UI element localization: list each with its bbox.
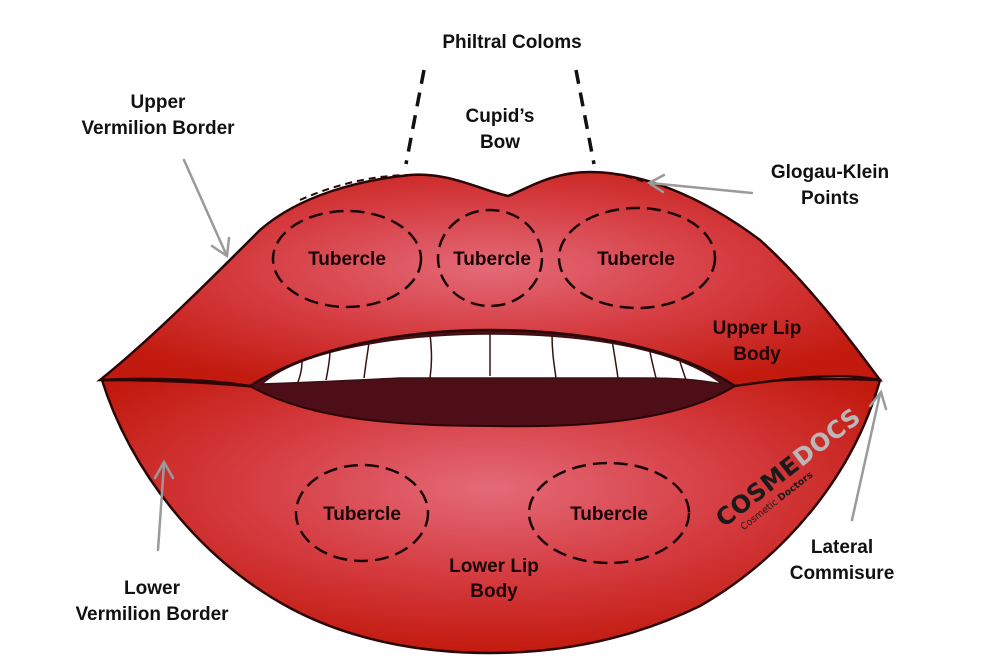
tubercle-upper-left-label: Tubercle (308, 249, 386, 270)
cupids-bow-label-line2: Bow (480, 132, 520, 153)
philtral-column-right (574, 69, 596, 165)
glogau-klein-arrow (646, 173, 754, 195)
tubercle-lower-right-label: Tubercle (570, 504, 648, 525)
tubercle-lower-left-outline (294, 463, 430, 563)
upper-vermilion-label-line1: Upper (131, 92, 187, 113)
lower-lip-body-label-line1: Lower Lip (449, 556, 539, 577)
upper-lip-body-label-line2: Body (733, 344, 781, 365)
tubercle-upper-center-label: Tubercle (453, 249, 531, 270)
cupids-bow-label-line1: Cupid’s (466, 106, 535, 127)
tubercle-lower-left-label: Tubercle (323, 504, 401, 525)
glogau-klein-label-line2: Points (801, 188, 859, 209)
lower-vermilion-label-line1: Lower (124, 578, 181, 599)
teeth (259, 333, 723, 385)
lateral-commisure-label-line2: Commisure (790, 563, 895, 584)
upper-vermilion-arrow (182, 158, 231, 259)
lower-lip-body-label-line2: Body (470, 581, 518, 602)
lower-vermilion-arrow (153, 459, 175, 552)
lower-vermilion-label-line2: Vermilion Border (75, 604, 229, 625)
lateral-commisure-label-line1: Lateral (811, 537, 873, 558)
tubercle-lower-right-outline (527, 461, 691, 565)
philtral-column-left (404, 69, 426, 165)
lateral-commisure-arrow (850, 389, 888, 522)
glogau-klein-label-line1: Glogau-Klein (771, 162, 889, 183)
tubercle-upper-center-outline (436, 208, 544, 308)
tubercle-upper-right-outline (557, 206, 717, 310)
upper-vermilion-label-line2: Vermilion Border (81, 118, 235, 139)
tubercle-upper-right-label: Tubercle (597, 249, 675, 270)
philtral-columns-label: Philtral Coloms (442, 32, 581, 53)
upper-lip-body-label-line1: Upper Lip (713, 318, 802, 339)
upper-border-dash (299, 170, 651, 201)
tubercle-upper-left-outline (271, 209, 423, 309)
